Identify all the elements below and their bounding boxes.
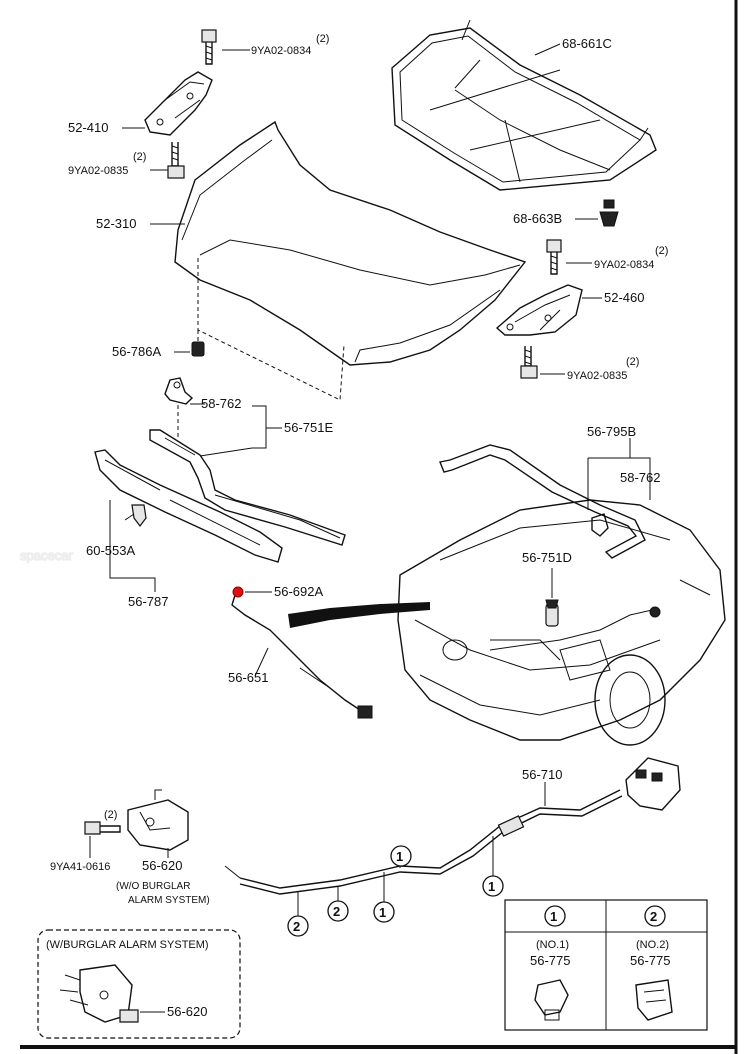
label-56-787: 56-787 — [128, 594, 168, 609]
label-52-410: 52-410 — [68, 120, 108, 135]
label-56-751E: 56-751E — [284, 420, 333, 435]
leader-68-661C — [534, 43, 561, 56]
label-68-661C: 68-661C — [562, 36, 612, 51]
qty-9YA02-0834-top: (2) — [316, 33, 329, 45]
label-56-786A: 56-786A — [112, 344, 161, 359]
seal-strip-black — [288, 602, 430, 628]
bolt-9YA02-0835-left — [167, 142, 185, 179]
support-rod-56-651 — [231, 594, 373, 719]
leader-56-751E-seal — [199, 447, 253, 457]
label-9YA02-0834-right: 9YA02-0834 — [594, 259, 654, 271]
bump-stopper-56-786A — [191, 341, 205, 357]
hinge-right-52-460 — [495, 284, 583, 336]
leader-56-651 — [254, 647, 269, 677]
hinge-left-52-410 — [144, 71, 213, 136]
label-wo-burglar-2: ALARM SYSTEM) — [128, 895, 210, 906]
seal-56-787 — [94, 449, 283, 563]
cable-connector — [649, 606, 661, 618]
hood-insulator-68-661C — [391, 19, 657, 191]
hood-latch-56-620 — [127, 789, 189, 851]
svg-text:2: 2 — [333, 904, 340, 919]
qty-9YA02-0835-left: (2) — [133, 151, 146, 163]
label-56-620: 56-620 — [142, 858, 182, 873]
legend-col2-part: 56-775 — [630, 953, 670, 968]
svg-text:1: 1 — [379, 905, 386, 920]
svg-text:2: 2 — [293, 919, 300, 934]
label-wo-burglar-1: (W/O BURGLAR — [116, 881, 190, 892]
label-56-795B: 56-795B — [587, 424, 636, 439]
clip-60-553A — [131, 504, 147, 527]
svg-text:1: 1 — [550, 909, 557, 924]
bracket-56-787 — [109, 500, 156, 592]
label-9YA41-0616: 9YA41-0616 — [50, 861, 110, 873]
legend-col2-name: (NO.2) — [636, 939, 669, 951]
label-58-762-left: 58-762 — [201, 396, 241, 411]
cable-on-vehicle — [489, 609, 653, 651]
label-52-310: 52-310 — [96, 216, 136, 231]
release-cable-56-710 — [224, 789, 623, 895]
label-56-620-box: 56-620 — [167, 1004, 207, 1019]
legend-col1-name: (NO.1) — [536, 939, 569, 951]
stopper-56-751D — [545, 599, 559, 627]
label-9YA02-0834-top: 9YA02-0834 — [251, 45, 311, 57]
label-w-burglar: (W/BURGLAR ALARM SYSTEM) — [46, 939, 209, 951]
callout-clip-1-a: 1 — [390, 845, 412, 868]
grommet-56-692A — [232, 586, 244, 598]
label-9YA02-0835-left: 9YA02-0835 — [68, 165, 128, 177]
label-56-710: 56-710 — [522, 767, 562, 782]
vehicle-front-view — [397, 499, 726, 746]
clip-no2-icon — [635, 979, 673, 1021]
weatherstrip-56-795B — [439, 444, 646, 559]
bolt-9YA02-0834-right — [546, 239, 562, 275]
svg-text:1: 1 — [396, 849, 403, 864]
label-68-663B: 68-663B — [513, 211, 562, 226]
qty-9YA41-0616: (2) — [104, 809, 117, 821]
legend-col-2: 2 (NO.2) 56-775 — [630, 905, 673, 1021]
burglar-alarm-variant-box: (W/BURGLAR ALARM SYSTEM) 56-620 — [37, 929, 241, 1039]
hood-projection-lines — [197, 258, 345, 401]
bolt-9YA02-0834-top — [201, 29, 217, 65]
label-56-651: 56-651 — [228, 670, 268, 685]
clip-no1-icon — [534, 979, 569, 1016]
hood-panel-52-310 — [174, 120, 527, 366]
svg-text:2: 2 — [650, 909, 657, 924]
clip-68-663B — [599, 199, 619, 227]
legend-col1-part: 56-775 — [530, 953, 570, 968]
legend-col-1: 1 (NO.1) 56-775 — [530, 905, 570, 1021]
label-58-762-right: 58-762 — [620, 470, 660, 485]
label-56-751D: 56-751D — [522, 550, 572, 565]
seal-56-751E — [149, 429, 346, 546]
leader-60-553A — [124, 513, 135, 521]
bolt-9YA02-0835-right — [520, 346, 538, 379]
bolt-9YA41-0616 — [84, 821, 121, 835]
qty-9YA02-0834-right: (2) — [655, 245, 668, 257]
qty-9YA02-0835-right: (2) — [626, 356, 639, 368]
clip-58-762-left — [164, 377, 194, 405]
bracket-56-795B — [587, 438, 651, 510]
callout-clip-1-c: 1 — [373, 872, 395, 923]
callout-clip-2-a: 2 — [327, 886, 349, 922]
clip-58-762-right — [591, 513, 609, 537]
svg-text:1: 1 — [488, 879, 495, 894]
watermark: spacecar — [20, 548, 73, 563]
label-60-553A: 60-553A — [86, 543, 135, 558]
callout-clip-2-b: 2 — [287, 892, 309, 937]
label-56-692A: 56-692A — [274, 584, 323, 599]
clip-legend-table: 1 (NO.1) 56-775 2 (NO.2) 56-775 — [504, 899, 708, 1031]
callout-clip-1-b: 1 — [482, 836, 504, 897]
label-52-460: 52-460 — [604, 290, 644, 305]
bracket-56-751E — [252, 405, 282, 449]
label-9YA02-0835-right: 9YA02-0835 — [567, 370, 627, 382]
release-handle — [625, 757, 681, 811]
